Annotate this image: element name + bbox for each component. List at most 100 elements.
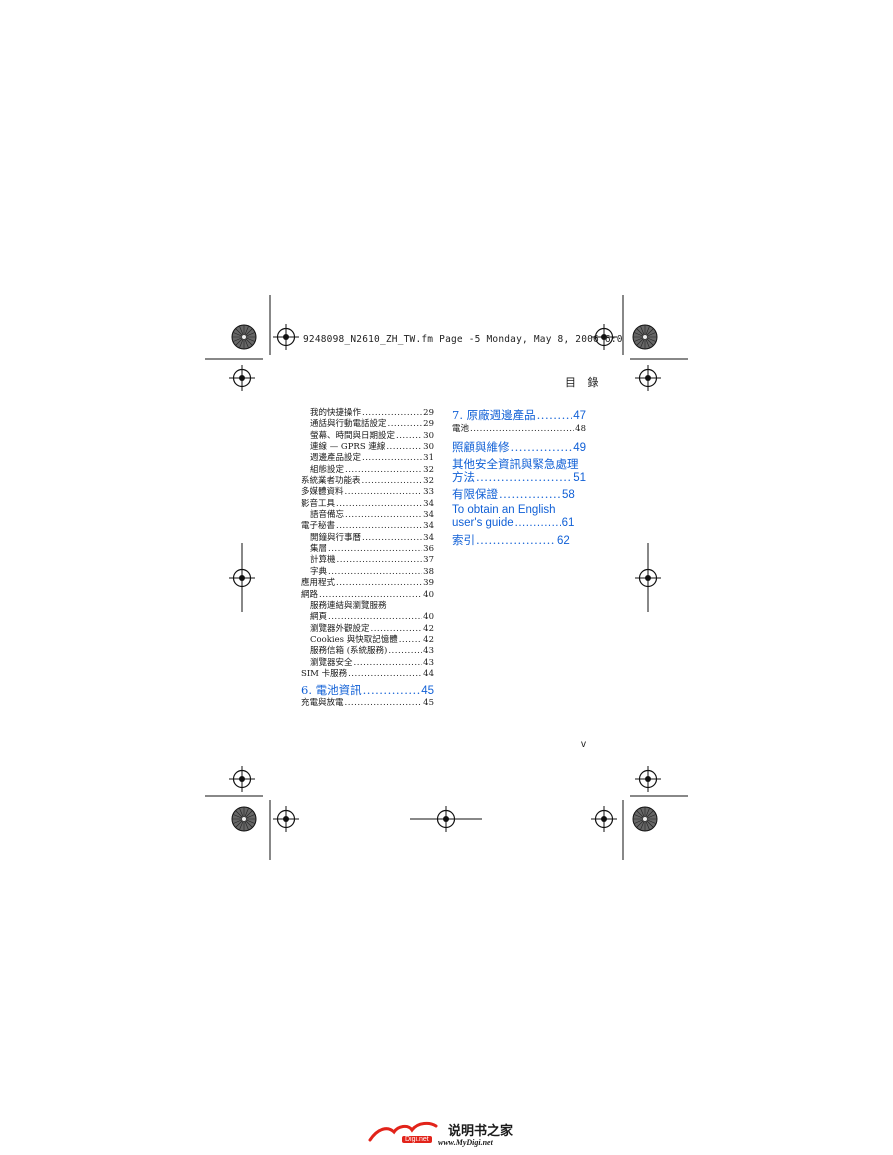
toc-entry-title: 充電與放電 [301,698,344,709]
toc-entry-page: 47 [573,410,586,422]
toc-entry-title: 瀏覽器外觀設定 [310,623,370,634]
toc-entry-page: 29 [423,408,434,418]
toc-chapter-6[interactable]: 6. 電池資訊45 [301,683,434,698]
toc-entry-title: 網頁 [310,612,328,623]
toc-entry-page: 34 [423,498,434,509]
toc-entry-title: 6. 電池資訊 [301,683,362,698]
toc-entry-title: 語音備忘 [310,510,345,521]
toc-entry-page: 48 [575,424,586,434]
logo-sub-badge: Digi.net [402,1136,432,1143]
toc-entry[interactable]: 多媒體資料33 [301,487,434,498]
toc-entry[interactable]: 應用程式39 [301,578,434,589]
toc-entry[interactable]: 字典38 [301,567,434,578]
toc-entry[interactable]: 我的快捷操作29 [301,408,434,419]
toc-entry-page: 62 [557,534,570,547]
section-title: 目 錄 [565,376,603,389]
toc-english-guide[interactable]: To obtain an English user's guide 61 [452,504,586,530]
toc-entry-title: 集層 [310,544,328,555]
leader-dots [470,423,574,436]
toc-entry-title: 螢幕、時間與日期設定 [310,430,396,441]
toc-entry[interactable]: 通話與行動電話設定 29 [301,419,434,430]
toc-entry[interactable]: 語音備忘 34 [301,510,434,521]
leader-dots [396,431,422,442]
toc-entry[interactable]: 集層 36 [301,544,434,555]
toc-entry[interactable]: Cookies 與快取記憶體42 [301,635,434,646]
toc-entry-page: 34 [423,532,434,543]
toc-entry-title: 網路 [301,589,319,600]
leader-dots [328,567,422,578]
leader-dots [319,590,422,601]
toc-limited-warranty[interactable]: 有限保證 58 [452,487,586,502]
toc-entry-title: 電池 [452,424,470,434]
toc-entry-page: 58 [562,489,575,501]
toc-entry-title: SIM 卡服務 [301,668,348,679]
toc-entry-title: 開鐘與行事曆 [310,532,362,543]
toc-right-column: 7. 原廠週邊產品 47 電池 48 照顧與維修 49 其他安全資訊與緊急處理 … [452,408,586,548]
toc-entry-page: 29 [423,419,434,430]
toc-entry[interactable]: 連線 — GPRS 連線 30 [301,442,434,453]
toc-entry-title: 應用程式 [301,578,336,589]
toc-entry[interactable]: 螢幕、時間與日期設定30 [301,431,434,442]
toc-entry-page: 32 [423,464,434,475]
toc-entry-page: 40 [423,612,434,623]
toc-entry-title: 服務連結與瀏覽服務 [310,600,387,611]
leader-dots [399,635,422,646]
toc-entry-page: 34 [423,521,434,532]
toc-entry[interactable]: 系統業者功能表32 [301,476,434,487]
toc-entry-battery[interactable]: 電池 48 [452,423,586,436]
toc-entry-title: 索引 [452,532,475,547]
leader-dots [345,510,422,521]
toc-entry-page: 36 [423,544,434,555]
toc-entry-title: 電子秘書 [301,521,336,532]
toc-entry-page: 43 [423,657,434,668]
toc-entry[interactable]: SIM 卡服務44 [301,669,434,680]
toc-entry-page: 45 [423,698,434,709]
file-header-line: 9248098_N2610_ZH_TW.fm Page -5 Monday, M… [303,334,623,345]
leader-dots [328,544,422,555]
toc-entry[interactable]: 網頁 40 [301,612,434,623]
toc-care-maintenance[interactable]: 照顧與維修 49 [452,440,586,455]
leader-dots [363,683,421,697]
toc-entry[interactable]: 瀏覽器安全 43 [301,658,434,669]
leader-dots [336,578,422,589]
leader-dots [345,465,422,476]
toc-entry-title: 瀏覽器安全 [310,657,353,668]
toc-entry[interactable]: 瀏覽器外觀設定 42 [301,624,434,635]
toc-entry-title: 連線 — GPRS 連線 [310,442,386,453]
toc-entry[interactable]: 服務連結與瀏覽服務 [301,601,434,612]
toc-entry-title-line2: 方法 [452,469,475,484]
leader-dots [537,408,573,422]
toc-safety-info[interactable]: 其他安全資訊與緊急處理 方法 51 [452,458,586,484]
toc-entry-title: 通話與行動電話設定 [310,419,387,430]
toc-index[interactable]: 索引 62 [452,533,586,548]
toc-entry[interactable]: 組態設定32 [301,465,434,476]
toc-entry-page: 34 [423,510,434,521]
leader-dots [499,487,561,501]
toc-entry-page: 42 [423,623,434,634]
toc-entry-title: 影音工具 [301,498,336,509]
leader-dots [515,517,561,530]
leader-dots [336,499,422,510]
toc-entry[interactable]: 電子秘書 34 [301,521,434,532]
leader-dots [345,698,423,709]
toc-entry-page: 30 [423,442,434,453]
toc-chapter-7[interactable]: 7. 原廠週邊產品 47 [452,408,586,423]
leader-dots [362,408,422,419]
toc-entry[interactable]: 充電與放電 45 [301,698,434,709]
toc-entry[interactable]: 服務信箱 (系統服務)43 [301,646,434,657]
toc-entry[interactable]: 週邊產品設定 31 [301,453,434,464]
leader-dots [386,442,422,453]
toc-entry-title: 週邊產品設定 [310,453,362,464]
page-number: v [581,739,586,750]
toc-entry-page: 61 [561,516,575,529]
mydigi-logo-mark [368,1121,438,1142]
toc-entry[interactable]: 開鐘與行事曆 34 [301,533,434,544]
toc-entry[interactable]: 計算機37 [301,555,434,566]
leader-dots [345,487,423,498]
toc-entry-title-line1: 其他安全資訊與緊急處理 [452,457,579,471]
toc-entry-page: 31 [423,453,434,464]
toc-entry-title-line1: To obtain an English [452,504,556,516]
toc-entry[interactable]: 網路40 [301,590,434,601]
toc-entry[interactable]: 影音工具 34 [301,499,434,510]
